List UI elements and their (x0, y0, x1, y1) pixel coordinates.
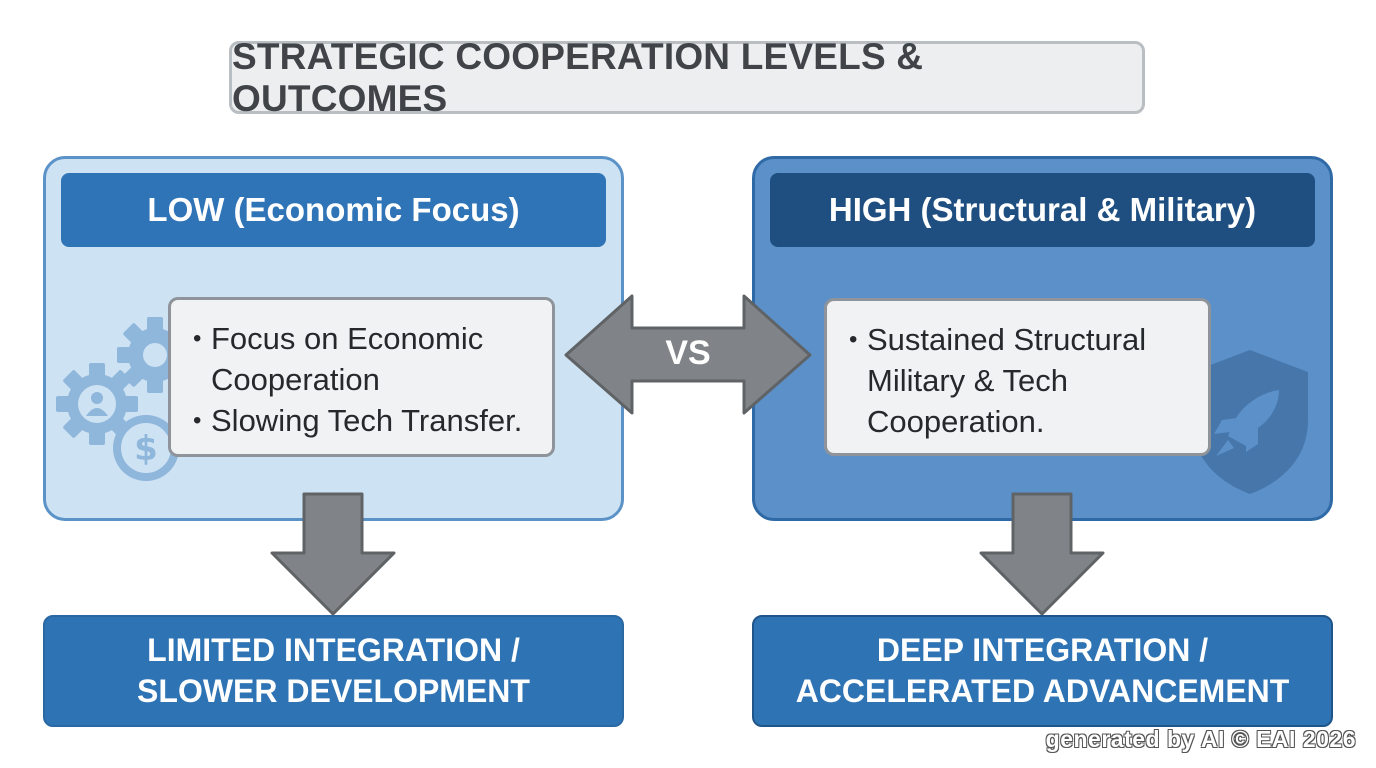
low-outcome-line-1: LIMITED INTEGRATION / (147, 632, 520, 668)
vs-double-arrow (564, 294, 812, 415)
high-outcome-box: DEEP INTEGRATION / ACCELERATED ADVANCEME… (752, 615, 1333, 727)
high-outcome-line-2: ACCELERATED ADVANCEMENT (795, 673, 1290, 709)
high-details-card: Sustained Structural Military & Tech Coo… (824, 298, 1211, 456)
dollar-coin-icon: $ (113, 415, 179, 481)
svg-text:$: $ (134, 429, 158, 469)
high-outcome-line-1: DEEP INTEGRATION / (876, 632, 1209, 668)
low-header-text: LOW (Economic Focus) (147, 191, 520, 228)
high-header-text: HIGH (Structural & Military) (828, 191, 1257, 228)
vs-label: VS (665, 334, 711, 372)
watermark: generated by AI © EAI 2026 (1045, 726, 1356, 752)
low-header: LOW (Economic Focus) (61, 173, 606, 247)
shield-rocket-icon (1192, 350, 1308, 494)
low-details-card: Focus on Economic Cooperation Slowing Te… (168, 297, 555, 457)
low-outcome-line-2: SLOWER DEVELOPMENT (137, 673, 530, 709)
title-box: STRATEGIC COOPERATION LEVELS & OUTCOMES (229, 36, 1145, 119)
low-bullet-2: Slowing Tech Transfer. (193, 400, 532, 441)
low-bullet-1: Focus on Economic Cooperation (193, 318, 532, 400)
high-bullet-1: Sustained Structural Military & Tech Coo… (849, 319, 1188, 442)
low-down-arrow (270, 492, 396, 616)
low-outcome-box: LIMITED INTEGRATION / SLOWER DEVELOPMENT (43, 615, 624, 727)
diagram-title: STRATEGIC COOPERATION LEVELS & OUTCOMES (232, 35, 924, 119)
high-down-arrow (979, 492, 1105, 616)
gear-person-icon (56, 363, 138, 445)
high-header: HIGH (Structural & Military) (770, 173, 1315, 247)
